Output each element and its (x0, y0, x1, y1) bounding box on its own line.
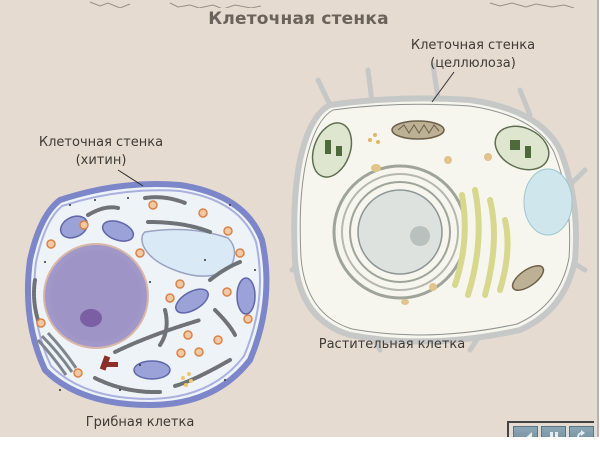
fungal-wall-label-line2: (хитин) (75, 153, 127, 168)
back-button[interactable] (513, 426, 538, 437)
plant-wall-label: Клеточная стенка (целлюлоза) (398, 37, 548, 73)
page-title: Клеточная стенка (208, 9, 389, 29)
plant-cell-caption: Растительная клетка (318, 337, 466, 352)
plant-nucleus (357, 189, 443, 275)
back-triangle-icon (525, 431, 532, 437)
playback-controls (507, 421, 594, 437)
slide: Клеточная стенка (0, 0, 599, 437)
fungal-cell (24, 169, 270, 409)
plant-wall-label-line2: (целлюлоза) (430, 56, 516, 71)
plant-wall-label-line1: Клеточная стенка (410, 38, 536, 53)
replay-button[interactable] (569, 426, 594, 437)
top-decoration (89, 1, 575, 8)
pause-button[interactable] (541, 426, 566, 437)
pause-icon (549, 431, 558, 437)
fungal-cell-caption: Грибная клетка (85, 415, 195, 430)
replay-icon (576, 429, 587, 437)
plant-cell (289, 62, 588, 353)
cells-illustration (24, 62, 588, 409)
plant-vacuole (523, 168, 573, 236)
fungal-wall-label: Клеточная стенка (хитин) (26, 134, 176, 170)
fungal-wall-label-line1: Клеточная стенка (38, 135, 164, 150)
